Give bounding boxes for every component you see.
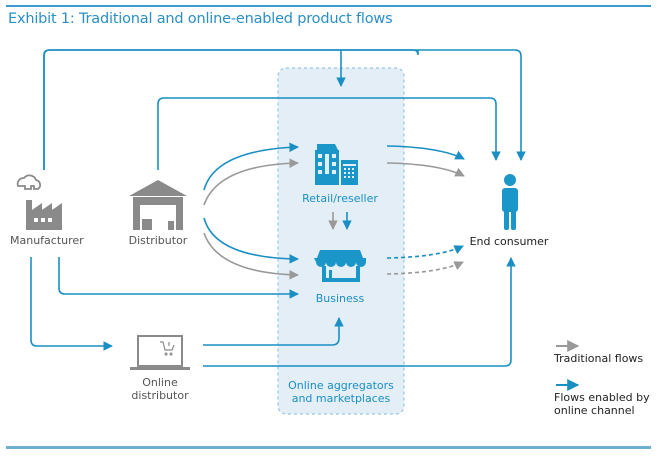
- flow-distributor-to-business-traditional: [203, 232, 299, 280]
- retail-label: Retail/reseller: [302, 192, 378, 205]
- laptop-icon: [130, 335, 190, 370]
- business-label: Business: [315, 292, 365, 305]
- legend-online-label-line2: online channel: [554, 404, 635, 417]
- cart-icon: [160, 341, 175, 356]
- exhibit-title: Exhibit 1: Traditional and online-enable…: [8, 11, 393, 27]
- flow-distributor-to-consumer: [157, 97, 501, 170]
- online-distributor-label-line2: distributor: [131, 389, 189, 402]
- bottom-rule: [6, 446, 651, 449]
- factory-icon: [16, 174, 62, 230]
- legend-traditional-label: Traditional flows: [554, 352, 644, 365]
- distributor-label: Distributor: [128, 234, 188, 247]
- manufacturer-label: Manufacturer: [10, 234, 84, 247]
- flow-manufacturer-to-online-distributor: [30, 257, 113, 351]
- flow-distributor-to-retail-online: [203, 142, 299, 191]
- shop-icon: [314, 250, 366, 282]
- online-distributor-label-line1: Online: [142, 376, 178, 389]
- flow-manufacturer-to-business: [58, 257, 299, 299]
- buildings-icon: [315, 144, 358, 185]
- zone-label-line2: and marketplaces: [291, 392, 391, 405]
- flow-retail-to-consumer-traditional: [386, 162, 465, 177]
- flow-top-to-consumer: [43, 49, 526, 170]
- online-aggregators-zone: [277, 67, 405, 415]
- top-rule: [6, 5, 651, 7]
- flow-online-distributor-to-business: [203, 317, 344, 346]
- warehouse-icon: [129, 180, 187, 230]
- zone-label-line1: Online aggregators: [288, 379, 394, 392]
- flow-business-to-consumer-online: [386, 245, 464, 259]
- legend-online-label-line1: Flows enabled by: [554, 391, 650, 404]
- flow-distributor-to-business-online: [203, 217, 299, 264]
- end-consumer-label: End consumer: [469, 235, 549, 248]
- person-icon: [502, 174, 518, 230]
- flow-distributor-to-retail-traditional: [203, 158, 299, 206]
- flow-retail-to-consumer-online: [386, 145, 465, 160]
- flow-online-distributor-to-consumer: [203, 257, 516, 367]
- flow-business-to-consumer-traditional: [386, 261, 464, 275]
